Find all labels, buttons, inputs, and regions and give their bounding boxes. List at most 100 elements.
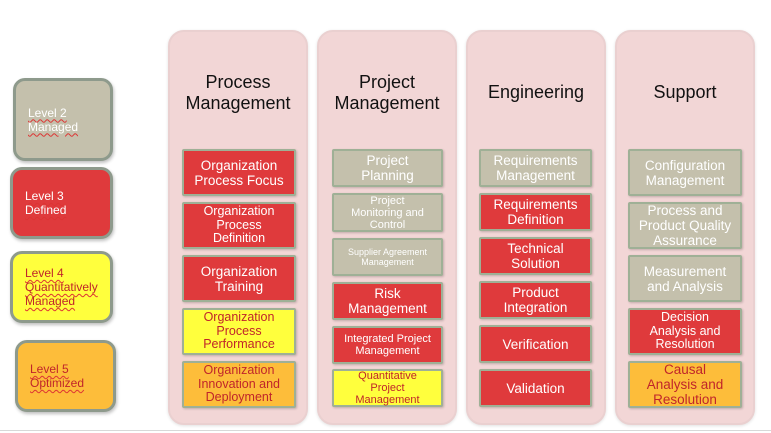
pa-line: Verification bbox=[502, 336, 569, 352]
pa-line: Integrated Project bbox=[344, 333, 431, 345]
pa-line: Management bbox=[645, 172, 725, 188]
pa-line: Definition bbox=[212, 231, 266, 246]
pa-line: Solution bbox=[511, 256, 560, 271]
pa-line: Organization bbox=[200, 157, 278, 173]
pa-line: and Analysis bbox=[647, 278, 723, 294]
legend-level-5-line-2: Optimized bbox=[30, 376, 85, 390]
pa-line: Causal bbox=[663, 362, 706, 377]
legend-level-4: Level 4 Quantitatively Managed bbox=[10, 251, 113, 323]
pa-line: Training bbox=[214, 278, 264, 294]
pa-line: Organization bbox=[200, 263, 278, 279]
column-title: Engineering bbox=[468, 82, 604, 103]
column-title: Support bbox=[617, 82, 753, 103]
pa-line: Innovation and bbox=[197, 376, 280, 391]
pa-line: Assurance bbox=[653, 233, 717, 248]
pa-line: Measurement bbox=[643, 263, 727, 279]
legend-level-4-line-3: Managed bbox=[25, 294, 76, 308]
pa-line: Validation bbox=[506, 380, 565, 396]
pa-line: Decision bbox=[661, 310, 709, 325]
pa-line: Resolution bbox=[655, 337, 715, 352]
pa-line: Management bbox=[355, 394, 420, 406]
column-title-line-1: Support bbox=[653, 82, 717, 102]
pa-line: Project bbox=[366, 153, 409, 168]
pa-line: Organization bbox=[203, 310, 275, 325]
process-area: Validation bbox=[479, 369, 592, 407]
column-title-line-1: Process bbox=[205, 72, 271, 92]
legend-level-4-line-1: Level 4 bbox=[25, 266, 64, 280]
slide-bottom-border bbox=[0, 430, 771, 431]
column-title-line-1: Project bbox=[358, 72, 416, 92]
pa-line: Management bbox=[361, 257, 414, 267]
pa-line: Technical bbox=[507, 241, 564, 256]
pa-line: Process and bbox=[647, 203, 723, 218]
pa-line: Analysis and bbox=[649, 323, 721, 338]
pa-line: Performance bbox=[203, 337, 275, 352]
pa-line: Management bbox=[496, 168, 575, 183]
pa-line: Requirements bbox=[493, 153, 578, 168]
pa-line: Quantitative bbox=[358, 370, 417, 382]
pa-line: Integration bbox=[503, 300, 568, 315]
legend-level-4-line-2: Quantitatively bbox=[25, 280, 98, 294]
pa-line: Supplier Agreement bbox=[347, 247, 428, 257]
pa-line: Project bbox=[370, 194, 405, 207]
pa-line: Analysis and bbox=[646, 377, 724, 392]
pa-line: Management bbox=[348, 301, 427, 316]
legend-level-2-line-1: Level 2 bbox=[28, 105, 67, 120]
pa-line: Organization bbox=[203, 204, 275, 219]
pa-line: Requirements bbox=[493, 197, 578, 212]
column-title-line-2: Management bbox=[334, 93, 440, 113]
pa-line: Product bbox=[512, 285, 559, 300]
pa-line: Organization bbox=[203, 363, 275, 378]
column-title: Process Management bbox=[170, 72, 306, 114]
pa-line: Configuration bbox=[644, 157, 726, 173]
legend-level-3-line-1: Level 3 bbox=[25, 189, 64, 203]
pa-line: Risk bbox=[374, 286, 401, 301]
pa-line: Deployment bbox=[205, 390, 273, 405]
pa-line: Product Quality bbox=[638, 218, 732, 233]
pa-line: Process bbox=[216, 217, 262, 232]
column-title: Project Management bbox=[319, 72, 455, 114]
legend-level-3-line-2: Defined bbox=[25, 203, 67, 217]
pa-line: Project bbox=[370, 382, 405, 394]
pa-line: Planning bbox=[361, 168, 414, 183]
pa-line: Process bbox=[216, 323, 262, 338]
pa-line: Resolution bbox=[653, 392, 717, 407]
legend-level-5-line-1: Level 5 bbox=[30, 362, 69, 376]
legend-level-2-line-2: Managed bbox=[28, 119, 79, 134]
pa-line: Definition bbox=[507, 212, 564, 227]
legend-level-5: Level 5 Optimized bbox=[15, 340, 116, 412]
column-title-line-1: Engineering bbox=[487, 82, 585, 102]
process-area: Verification bbox=[479, 325, 592, 363]
pa-line: Monitoring and bbox=[351, 206, 424, 219]
pa-line: Control bbox=[369, 218, 406, 231]
pa-line: Process Focus bbox=[194, 172, 284, 188]
column-title-line-2: Management bbox=[185, 93, 291, 113]
legend-level-3: Level 3 Defined bbox=[10, 167, 113, 239]
pa-line: Management bbox=[355, 345, 420, 357]
legend-level-2: Level 2 Managed bbox=[13, 78, 113, 161]
